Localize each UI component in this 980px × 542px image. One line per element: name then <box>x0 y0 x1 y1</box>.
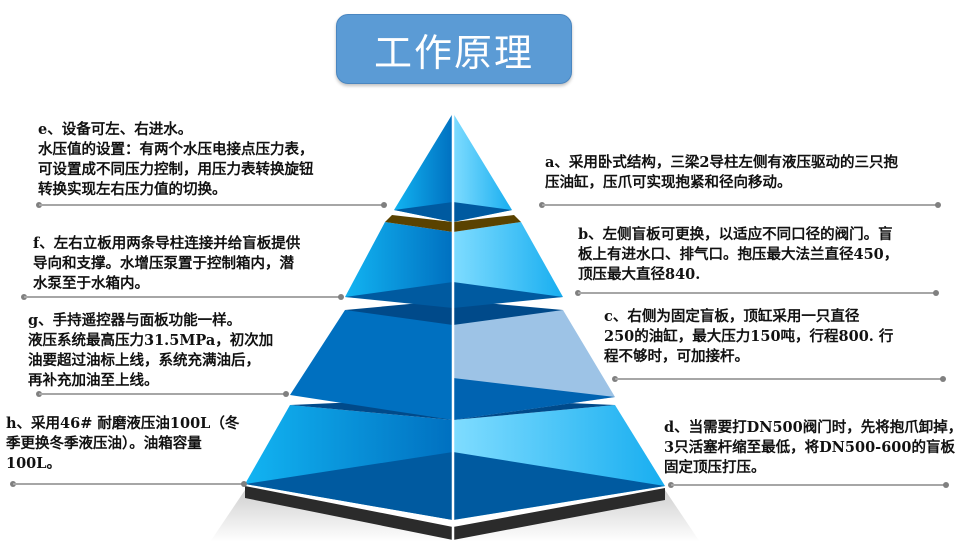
leader-line-b <box>578 292 936 294</box>
note-g: g、手持遥控器与面板功能一样。 液压系统最高压力31.5MPa，初次加 油要超过… <box>28 312 274 389</box>
leader-dot <box>338 294 344 300</box>
note-e: e、设备可左、右进水。 水压值的设置：有两个水压电接点压力表， 可设置成不同压力… <box>38 121 314 198</box>
leader-line-d <box>671 484 946 486</box>
page-title: 工作原理 <box>373 30 534 75</box>
note-d: d、当需要打DN500阀门时，先将抱爪卸掉， 3只活塞杆缩至最低，将DN500-… <box>664 419 963 476</box>
leader-dot <box>933 290 939 296</box>
leader-dot <box>943 482 949 488</box>
leader-dot <box>381 202 387 208</box>
leader-dot <box>940 376 946 382</box>
pyramid-tier-3 <box>290 300 615 420</box>
leader-line-a <box>542 204 937 206</box>
title-box: 工作原理 <box>336 14 572 84</box>
pyramid-tier-1 <box>394 113 512 222</box>
leader-line-g <box>39 393 286 395</box>
leader-line-h <box>13 483 243 485</box>
pyramid-tier-4 <box>245 398 665 540</box>
leader-line-c <box>615 378 943 380</box>
note-a: a、采用卧式结构，三梁2导柱左侧有液压驱动的三只抱 压油缸，压爪可实现抱紧和径向… <box>545 154 898 191</box>
note-h: h、采用46# 耐磨液压油100L（冬 季更换冬季液压油）。油箱容量 100L。 <box>6 415 240 472</box>
leader-dot <box>283 391 289 397</box>
leader-dot <box>241 481 247 487</box>
leader-dot <box>935 202 941 208</box>
note-b: b、左侧盲板可更换，以适应不同口径的阀门。盲 板上有进水口、排气口。抱压最大法兰… <box>578 226 899 283</box>
note-c: c、右侧为固定盲板，顶缸采用一只直径 250的油缸，最大压力150吨，行程800… <box>604 308 894 365</box>
leader-line-f <box>24 296 342 298</box>
leader-line-e <box>39 204 384 206</box>
note-f: f、左右立板用两条导柱连接并给盲板提供 导向和支撑。水增压泵置于控制箱内，潜 水… <box>33 235 301 292</box>
pyramid-tier-2 <box>345 215 563 308</box>
